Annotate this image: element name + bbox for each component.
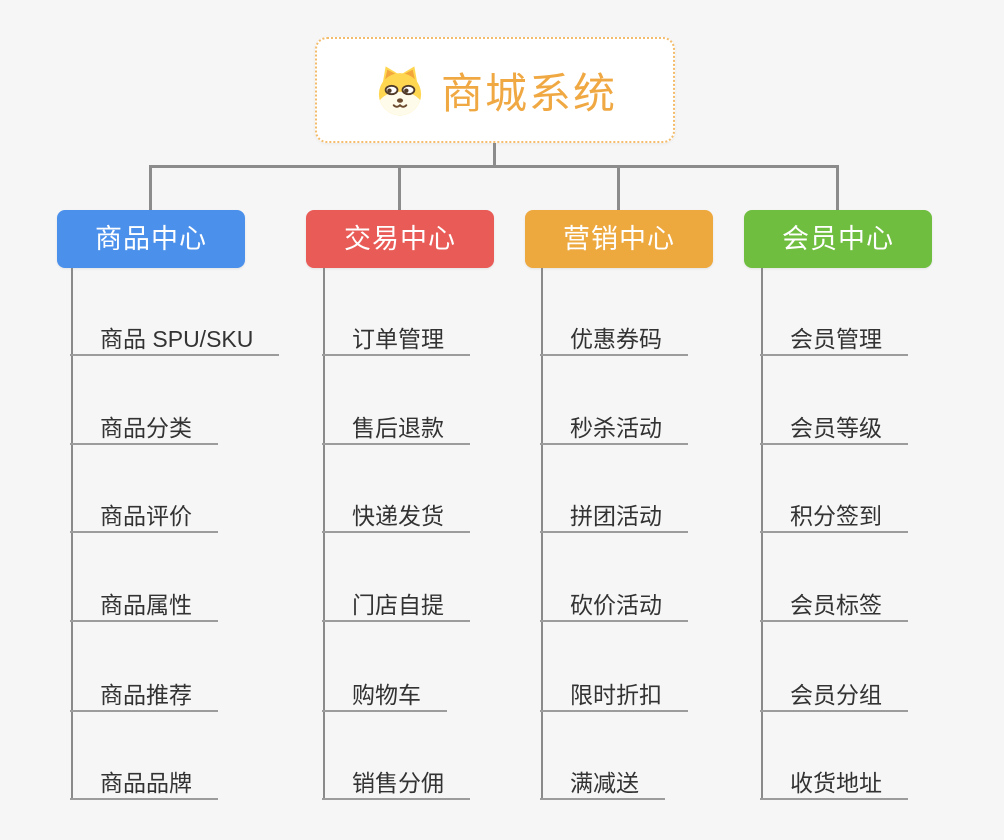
leaf-node[interactable]: 会员管理: [760, 316, 908, 356]
connector-drop-4: [836, 165, 839, 211]
leaf-node[interactable]: 商品评价: [70, 493, 218, 533]
column-line: [71, 268, 73, 800]
branch-node-trade-center[interactable]: 交易中心: [306, 210, 494, 268]
leaf-node[interactable]: 优惠券码: [540, 316, 688, 356]
leaf-node[interactable]: 门店自提: [322, 582, 470, 622]
leaf-node[interactable]: 拼团活动: [540, 493, 688, 533]
leaf-node[interactable]: 商品品牌: [70, 760, 218, 800]
leaf-node[interactable]: 订单管理: [322, 316, 470, 356]
leaf-node[interactable]: 快递发货: [322, 493, 470, 533]
root-node[interactable]: 商城系统: [315, 37, 675, 143]
leaf-node[interactable]: 砍价活动: [540, 582, 688, 622]
branch-node-product-center[interactable]: 商品中心: [57, 210, 245, 268]
connector-drop-3: [617, 165, 620, 211]
leaf-node[interactable]: 限时折扣: [540, 672, 688, 712]
leaf-node[interactable]: 商品属性: [70, 582, 218, 622]
leaf-node[interactable]: 积分签到: [760, 493, 908, 533]
connector-root-stub: [493, 143, 496, 166]
root-title: 商城系统: [440, 69, 617, 117]
branch-node-member-center[interactable]: 会员中心: [744, 210, 932, 268]
leaf-node[interactable]: 会员分组: [760, 672, 908, 712]
column-line: [761, 268, 763, 800]
column-line: [541, 268, 543, 800]
connector-drop-2: [398, 165, 401, 211]
leaf-node[interactable]: 会员标签: [760, 582, 908, 622]
column-line: [323, 268, 325, 800]
leaf-node[interactable]: 商品推荐: [70, 672, 218, 712]
leaf-node[interactable]: 秒杀活动: [540, 405, 688, 445]
shiba-dog-face-icon: [373, 63, 427, 117]
leaf-node[interactable]: 销售分佣: [322, 760, 470, 800]
connector-trunk: [149, 165, 839, 168]
leaf-node[interactable]: 商品分类: [70, 405, 218, 445]
leaf-node[interactable]: 满减送: [540, 760, 665, 800]
leaf-node[interactable]: 商品 SPU/SKU: [70, 316, 280, 356]
leaf-node[interactable]: 售后退款: [322, 405, 470, 445]
leaf-node[interactable]: 购物车: [322, 672, 447, 712]
leaf-node[interactable]: 收货地址: [760, 760, 908, 800]
connector-drop-1: [149, 165, 152, 211]
leaf-node[interactable]: 会员等级: [760, 405, 908, 445]
branch-node-marketing-center[interactable]: 营销中心: [525, 210, 713, 268]
